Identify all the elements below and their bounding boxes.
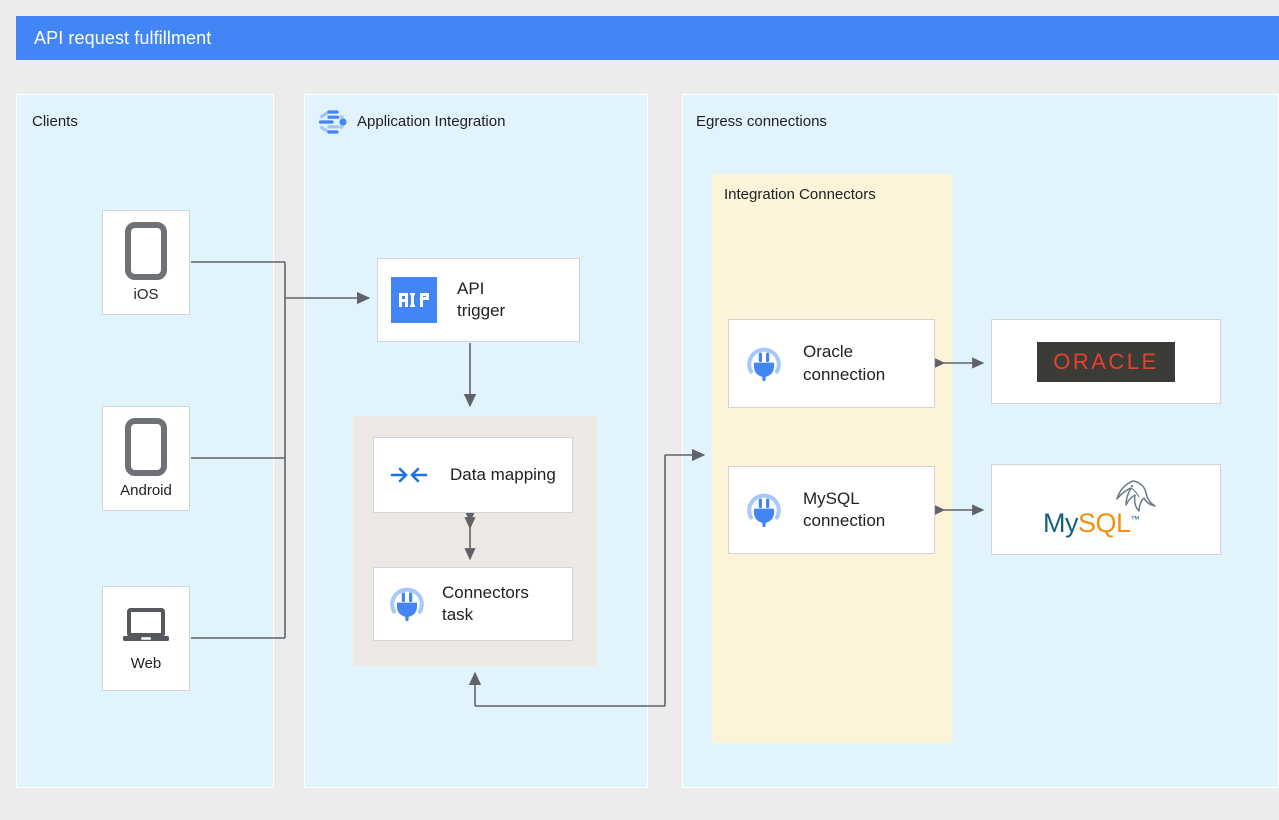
phone-icon (125, 418, 167, 476)
database-card-oracle[interactable]: ORACLE (991, 319, 1221, 404)
data-mapping-icon (390, 460, 428, 490)
application-integration-icon (316, 105, 350, 139)
client-card-web[interactable]: Web (102, 586, 190, 691)
client-label: Android (120, 482, 172, 499)
client-label: Web (130, 655, 162, 672)
oracle-wordmark: ORACLE (1053, 348, 1159, 374)
page-title: API request fulfillment (34, 27, 212, 48)
connectors-plug-icon (743, 489, 785, 531)
connectors-plug-icon (386, 583, 428, 625)
client-label: iOS (133, 286, 159, 303)
dolphin-icon (1101, 477, 1163, 523)
client-card-ios[interactable]: iOS (102, 210, 190, 315)
diagram-title-bar: API request fulfillment (16, 16, 1279, 60)
connectors-plug-icon (743, 343, 785, 385)
api-trigger-icon (391, 277, 437, 323)
node-label: Data mapping (450, 464, 556, 484)
phone-icon (125, 222, 167, 280)
laptop-icon (121, 605, 171, 649)
panel-integration-connectors-label: Integration Connectors (724, 186, 876, 203)
client-card-android[interactable]: Android (102, 406, 190, 511)
mysql-wordmark: MySQL™ (1043, 507, 1140, 538)
database-card-mysql[interactable]: MySQL™ (991, 464, 1221, 555)
node-data-mapping[interactable]: Data mapping (373, 437, 573, 513)
oracle-logo: ORACLE (1037, 341, 1175, 382)
mysql-logo: MySQL™ (1041, 479, 1171, 541)
panel-application-integration-label: Application Integration (357, 113, 506, 130)
panel-clients-label: Clients (32, 113, 78, 130)
panel-egress-label: Egress connections (696, 113, 827, 130)
panel-integration-connectors (712, 174, 952, 743)
